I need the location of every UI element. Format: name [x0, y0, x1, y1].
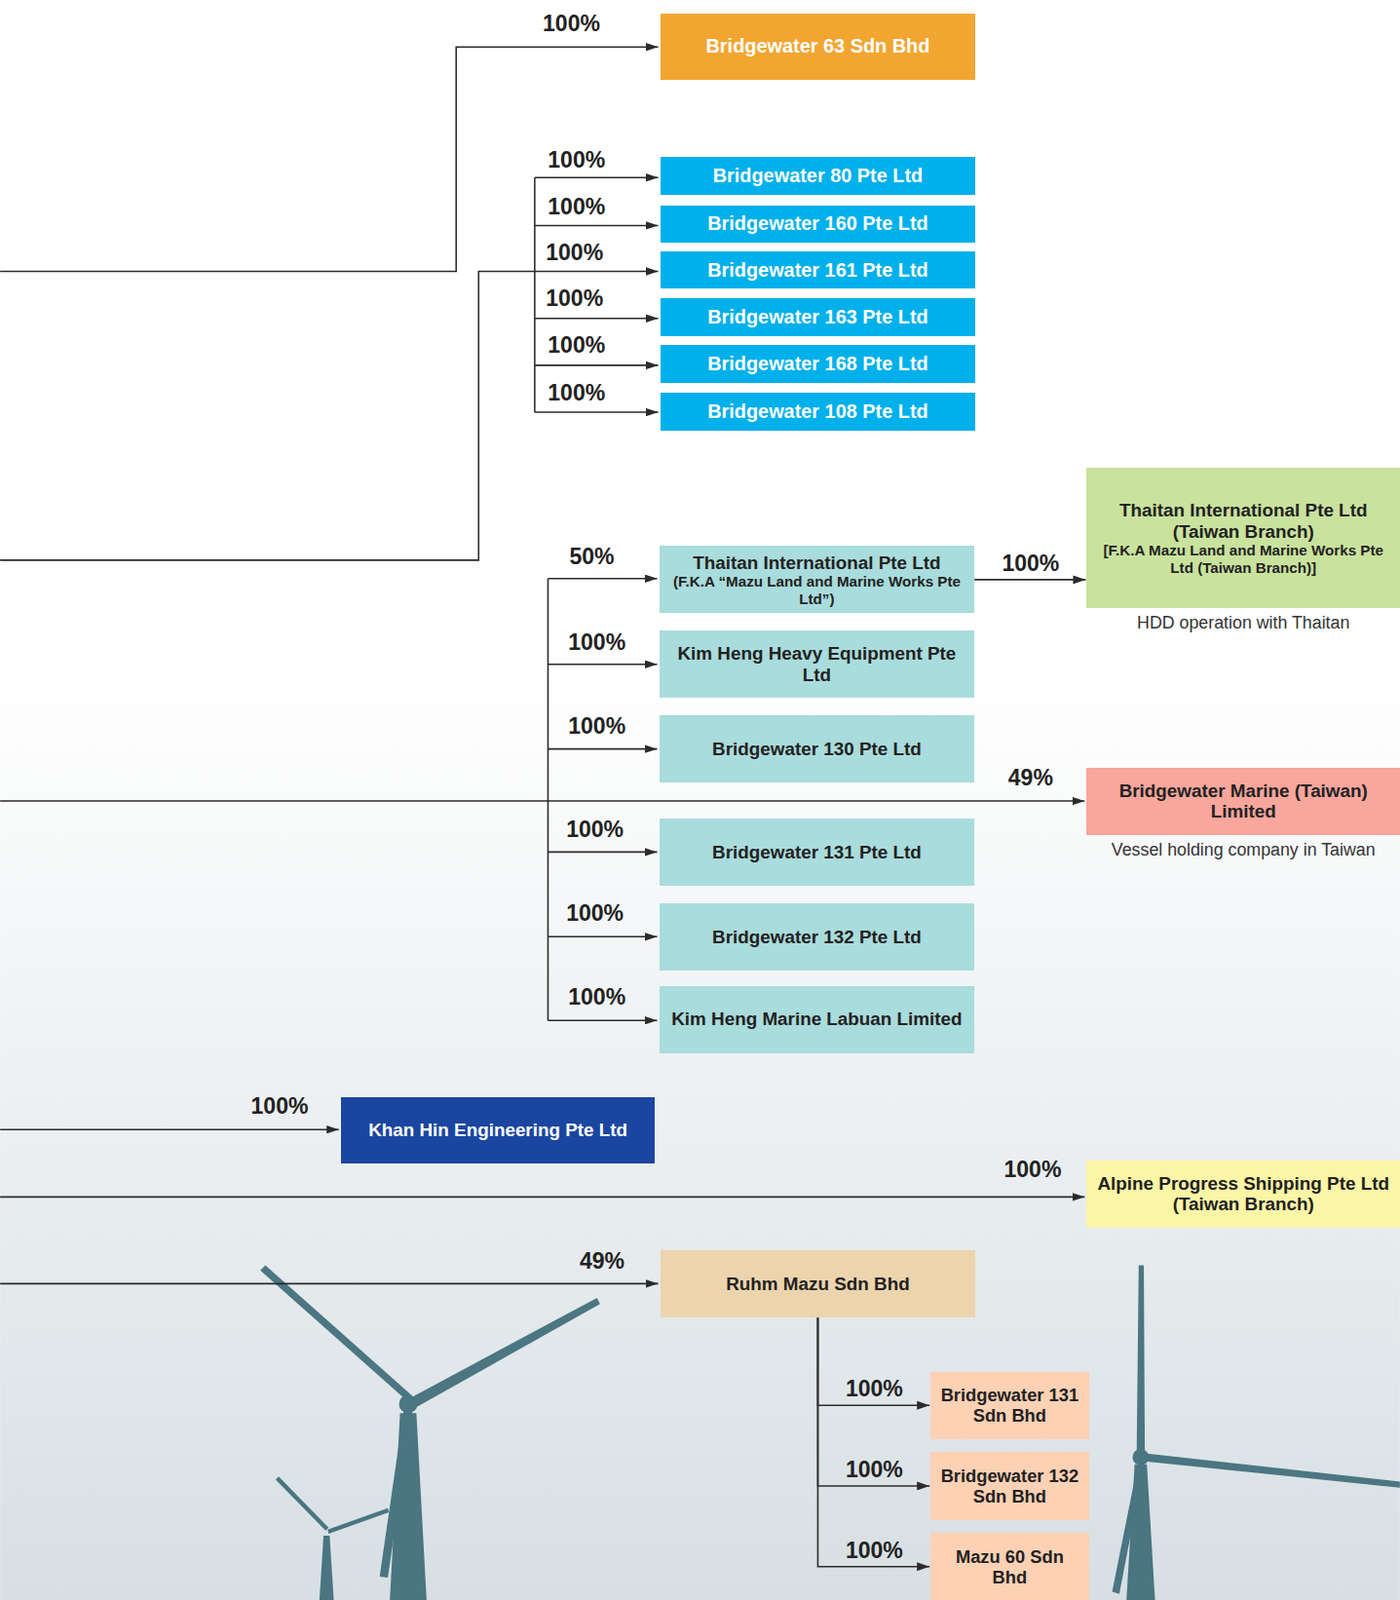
ownership-connector [817, 1317, 930, 1405]
company-box: Kim Heng Marine Labuan Limited [659, 985, 976, 1054]
company-box: Kim Heng Heavy Equipment Pte Ltd [659, 630, 976, 698]
company-box: Bridgewater Marine (Taiwan) LimitedVesse… [1086, 767, 1400, 835]
entity-name: Thaitan International Pte Ltd [692, 552, 941, 574]
ownership-percentage: 100% [567, 986, 626, 1010]
entity-name: Kim Heng Marine Labuan Limited [671, 1008, 962, 1030]
ownership-percentage: 100% [545, 287, 604, 310]
ownership-percentage: 49% [1008, 767, 1054, 791]
ownership-percentage: 100% [845, 1377, 904, 1400]
entity-name: Bridgewater 108 Pte Ltd [707, 400, 929, 423]
ownership-percentage: 100% [845, 1539, 904, 1562]
entity-name: Bridgewater 168 Pte Ltd [707, 352, 929, 376]
former-name-note: [F.K.A Mazu Land and Marine Works Pte Lt… [1095, 541, 1392, 576]
entity-name: Bridgewater 131 Pte Ltd [712, 841, 922, 864]
ownership-percentage: 100% [1003, 1159, 1061, 1182]
company-box: Bridgewater 130 Pte Ltd [659, 715, 976, 783]
ownership-connector [817, 1317, 930, 1486]
ownership-percentage: 49% [579, 1249, 625, 1273]
company-box: Bridgewater 163 Pte Ltd [660, 298, 977, 337]
entity-name: Bridgewater 163 Pte Ltd [707, 305, 929, 329]
ownership-percentage: 100% [547, 150, 606, 173]
ownership-lines [0, 46, 1085, 1284]
company-box: Bridgewater 108 Pte Ltd [660, 392, 977, 431]
description-caption: HDD operation with Thaitan [1066, 612, 1400, 634]
entity-name: Bridgewater Marine (Taiwan) Limited [1095, 780, 1392, 823]
ownership-percentage: 100% [542, 13, 601, 37]
company-box: Bridgewater 131 Sdn Bhd [930, 1371, 1089, 1439]
ownership-percentage: 100% [567, 715, 626, 738]
entity-name: Bridgewater 131 Sdn Bhd [939, 1384, 1080, 1426]
description-caption: Vessel holding company in Taiwan [1066, 839, 1400, 861]
entity-name: Thaitan International Pte Ltd (Taiwan Br… [1095, 499, 1392, 542]
former-name-note: (F.K.A “Mazu Land and Marine Works Pte L… [668, 572, 967, 607]
company-box: Bridgewater 80 Pte Ltd [660, 156, 977, 195]
company-box: Bridgewater 63 Sdn Bhd [660, 13, 977, 80]
ownership-percentage: 100% [547, 195, 606, 219]
entity-name: Bridgewater 132 Pte Ltd [712, 926, 922, 948]
entity-name: Kim Heng Heavy Equipment Pte Ltd [668, 643, 967, 685]
company-box: Bridgewater 168 Pte Ltd [660, 344, 977, 383]
company-box: Thaitan International Pte Ltd (Taiwan Br… [1086, 467, 1400, 609]
company-box: Bridgewater 131 Pte Ltd [659, 818, 976, 886]
ownership-percentage: 100% [845, 1458, 904, 1481]
ownership-percentage: 100% [251, 1096, 309, 1119]
ownership-percentage: 100% [566, 903, 624, 926]
entity-name: Alpine Progress Shipping Pte Ltd (Taiwan… [1095, 1172, 1392, 1215]
ownership-percentage: 100% [566, 818, 624, 841]
company-box: Ruhm Mazu Sdn Bhd [660, 1249, 977, 1318]
ownership-percentage: 100% [547, 382, 606, 406]
ownership-connector [817, 1317, 930, 1567]
entity-name: Khan Hin Engineering Pte Ltd [368, 1119, 628, 1141]
ownership-percentage: 100% [545, 241, 604, 265]
company-box: Khan Hin Engineering Pte Ltd [340, 1097, 656, 1164]
entity-name: Bridgewater 161 Pte Ltd [707, 259, 929, 282]
entity-name: Bridgewater 132 Sdn Bhd [939, 1465, 1080, 1507]
ownership-percentage: 100% [1001, 552, 1060, 575]
company-box: Alpine Progress Shipping Pte Ltd (Taiwan… [1086, 1160, 1400, 1228]
ownership-connector [974, 578, 1086, 581]
entity-name: Bridgewater 130 Pte Ltd [712, 738, 922, 760]
company-box: Mazu 60 Sdn Bhd [930, 1532, 1089, 1600]
entity-name: Bridgewater 63 Sdn Bhd [706, 35, 931, 58]
company-box: Bridgewater 132 Sdn Bhd [930, 1451, 1089, 1519]
ownership-percentage: 100% [567, 631, 626, 654]
entity-name: Ruhm Mazu Sdn Bhd [725, 1273, 909, 1295]
company-box: Bridgewater 132 Pte Ltd [659, 903, 976, 971]
company-box: Bridgewater 161 Pte Ltd [660, 251, 977, 290]
entity-name: Bridgewater 160 Pte Ltd [707, 212, 929, 235]
ownership-percentage: 50% [568, 545, 614, 568]
ownership-percentage: 100% [547, 335, 606, 358]
company-box: Thaitan International Pte Ltd(F.K.A “Maz… [659, 545, 976, 613]
entity-name: Mazu 60 Sdn Bhd [939, 1546, 1080, 1588]
company-box: Bridgewater 160 Pte Ltd [660, 205, 977, 244]
entity-name: Bridgewater 80 Pte Ltd [713, 164, 924, 188]
